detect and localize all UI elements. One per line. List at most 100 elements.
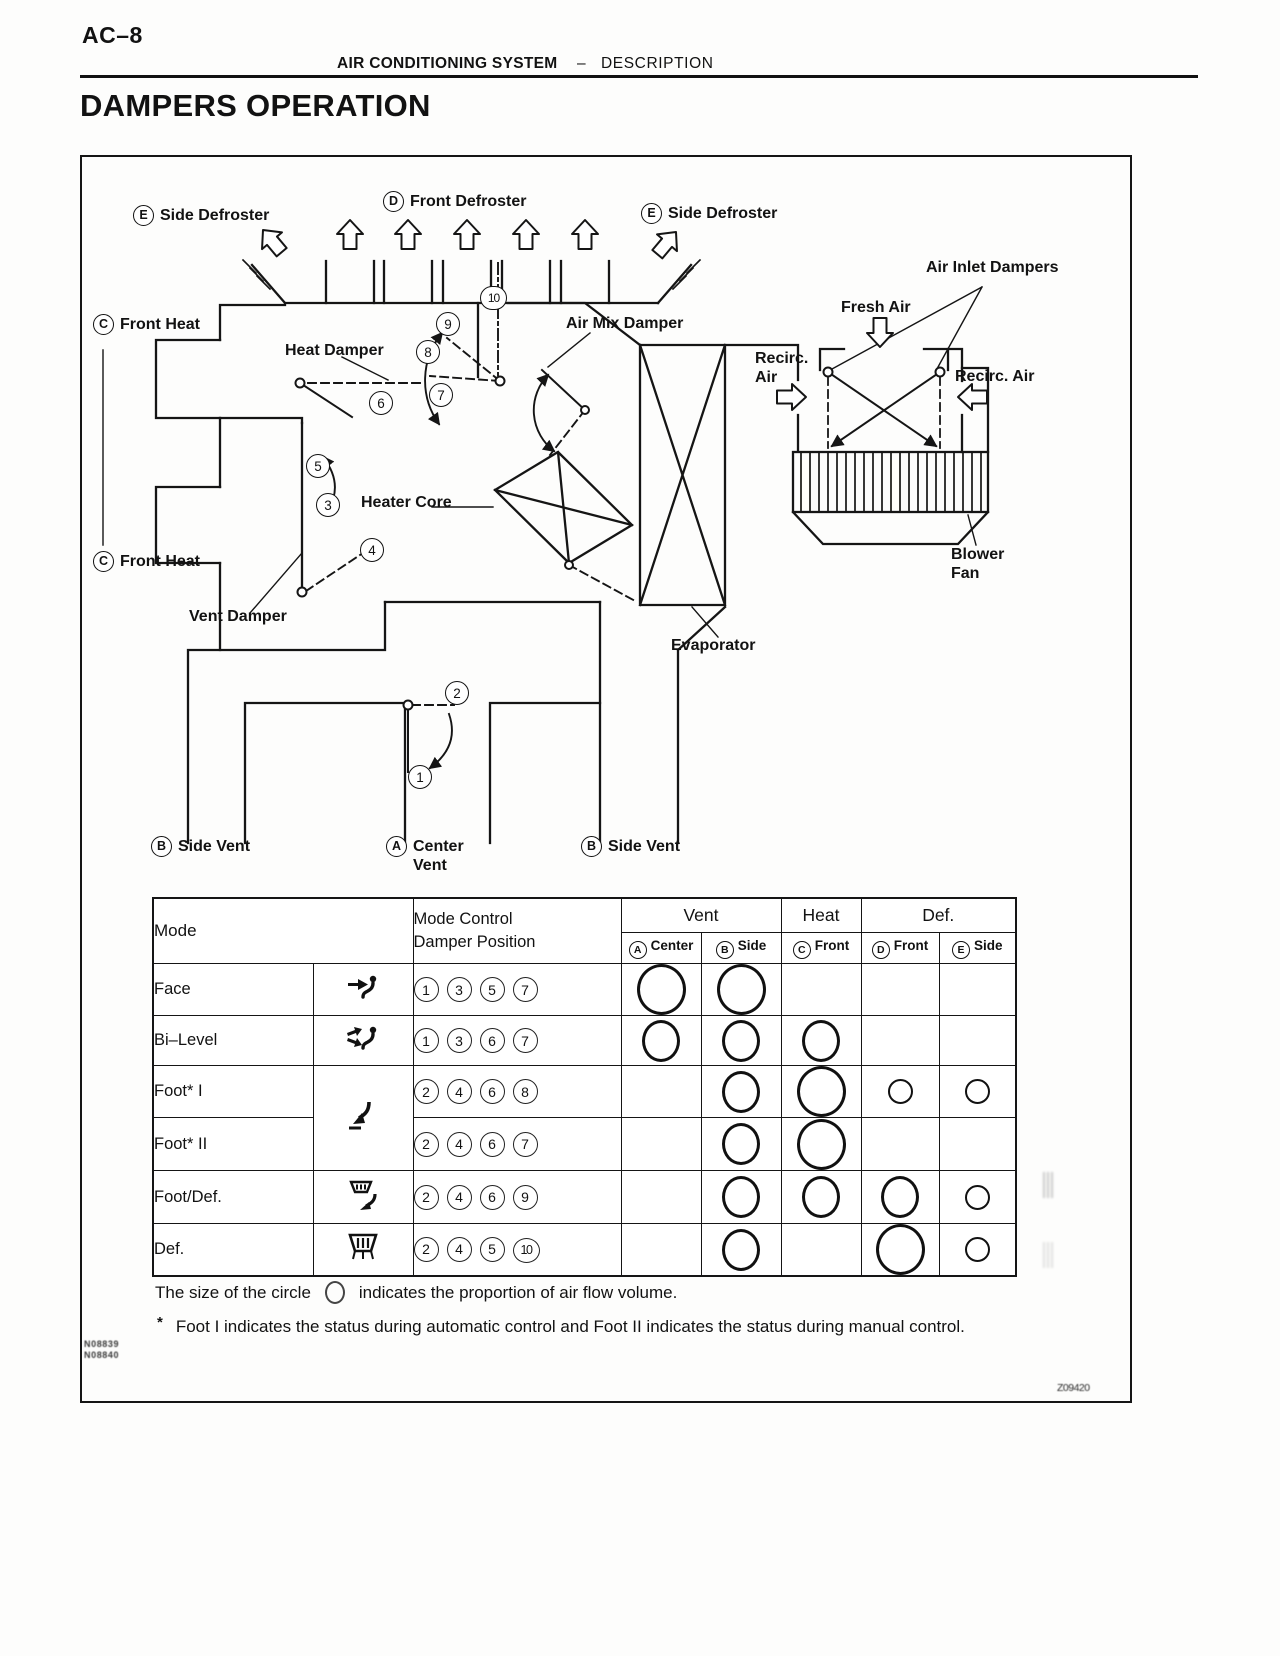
air-mix-damper-label: Air Mix Damper xyxy=(566,315,684,332)
airflow-cell-e xyxy=(938,1015,1017,1066)
front-heat-lower-label: C Front Heat xyxy=(93,551,200,572)
letter-badge-c: C xyxy=(93,314,114,335)
position-number: 5 xyxy=(479,1236,505,1262)
side-defroster-left-label: E Side Defroster xyxy=(133,205,269,226)
airflow-cell-c xyxy=(780,1170,862,1224)
mode-name-cell: Foot* II xyxy=(152,1117,314,1171)
airflow-circle-small xyxy=(964,1079,990,1104)
airflow-cell-a xyxy=(620,1065,702,1118)
letter-badge-b: B xyxy=(581,836,602,857)
position-number: 6 xyxy=(479,1184,505,1210)
damper-number-9: 9 xyxy=(436,312,460,336)
airflow-cell-c xyxy=(780,1015,862,1066)
position-number: 10 xyxy=(512,1237,540,1263)
damper-number-1: 1 xyxy=(408,765,432,789)
airflow-cell-a xyxy=(620,1170,702,1224)
front-heat-upper-label: C Front Heat xyxy=(93,314,200,335)
damper-number-3: 3 xyxy=(316,493,340,517)
position-number: 6 xyxy=(479,1131,505,1157)
face-mode-icon xyxy=(312,963,414,1016)
position-number: 4 xyxy=(446,1131,472,1157)
airflow-cell-d xyxy=(860,1065,940,1118)
blower-fan-label: Blower Fan xyxy=(951,546,1005,583)
mode-name-cell: Foot* I xyxy=(152,1065,314,1118)
airflow-circle-medium xyxy=(642,1019,680,1062)
position-number: 2 xyxy=(413,1184,439,1210)
position-number: 1 xyxy=(413,1028,439,1053)
letter-badge-a: A xyxy=(386,836,407,857)
position-number: 4 xyxy=(446,1236,472,1262)
damper-number-5: 5 xyxy=(306,454,330,478)
airflow-cell-e xyxy=(938,1223,1017,1277)
scan-artifact xyxy=(1043,1242,1054,1268)
heat-damper-label: Heat Damper xyxy=(285,342,384,359)
header-rule xyxy=(80,75,1198,78)
airflow-cell-c xyxy=(780,1223,862,1277)
position-number: 2 xyxy=(413,1131,439,1157)
evaporator-label: Evaporator xyxy=(671,637,756,654)
airflow-circle-medium xyxy=(802,1019,840,1062)
running-head-section: AIR CONDITIONING SYSTEM xyxy=(337,55,558,72)
mode-name-cell: Bi–Level xyxy=(152,1015,314,1066)
figure-reference-codes: N08839 N08840 xyxy=(84,1339,120,1360)
page-title: DAMPERS OPERATION xyxy=(80,88,431,123)
airflow-cell-c xyxy=(780,1117,862,1171)
airflow-cell-d xyxy=(860,1223,940,1277)
foot-mode-footnote: * Foot I indicates the status during aut… xyxy=(157,1314,965,1336)
foot-mode-icon xyxy=(312,1065,414,1171)
vent-damper-label: Vent Damper xyxy=(189,608,287,625)
airflow-cell-a xyxy=(620,1223,702,1277)
fresh-air-label: Fresh Air xyxy=(841,299,911,316)
mode-column-header: Mode xyxy=(152,897,414,964)
circle-size-note: The size of the circle indicates the pro… xyxy=(155,1281,677,1304)
airflow-circle-medium xyxy=(722,1228,760,1271)
airflow-cell-b xyxy=(700,963,782,1016)
airflow-cell-e xyxy=(938,963,1017,1016)
airflow-circle-small xyxy=(964,1184,990,1210)
position-number: 7 xyxy=(512,977,538,1002)
airflow-cell-c xyxy=(780,1065,862,1118)
position-number: 4 xyxy=(446,1184,472,1210)
damper-number-10: 10 xyxy=(480,286,507,310)
airflow-circle-small xyxy=(964,1237,990,1262)
airflow-circle-large xyxy=(796,1066,846,1117)
letter-badge-d: D xyxy=(383,191,404,212)
airflow-circle-large xyxy=(716,964,766,1015)
airflow-cell-d xyxy=(860,963,940,1016)
position-number: 7 xyxy=(512,1131,538,1157)
letter-badge-b: B xyxy=(151,836,172,857)
letter-badge-e: E xyxy=(133,205,154,226)
mode-name-cell: Def. xyxy=(152,1223,314,1277)
position-number: 7 xyxy=(512,1028,538,1053)
airflow-cell-b xyxy=(700,1223,782,1277)
airflow-circle-medium xyxy=(802,1176,840,1218)
damper-position-column-header: Mode Control Damper Position xyxy=(412,897,622,964)
damper-number-2: 2 xyxy=(445,681,469,705)
airflow-cell-b xyxy=(700,1117,782,1171)
damper-number-7: 7 xyxy=(429,383,453,407)
position-number: 1 xyxy=(413,977,439,1002)
position-number: 3 xyxy=(446,1028,472,1053)
airflow-circle-large xyxy=(796,1118,846,1170)
airflow-cell-e xyxy=(938,1170,1017,1224)
running-head-dash: – xyxy=(577,55,586,72)
airflow-cell-a xyxy=(620,1117,702,1171)
running-head-subsection: DESCRIPTION xyxy=(601,55,714,72)
footdef-mode-icon xyxy=(312,1170,414,1224)
def-group-header: Def. xyxy=(860,897,1017,933)
mode-damper-table: Mode Mode Control Damper Position Vent H… xyxy=(152,897,1017,1277)
letter-badge-c: C xyxy=(93,551,114,572)
airflow-cell-e xyxy=(938,1117,1017,1171)
